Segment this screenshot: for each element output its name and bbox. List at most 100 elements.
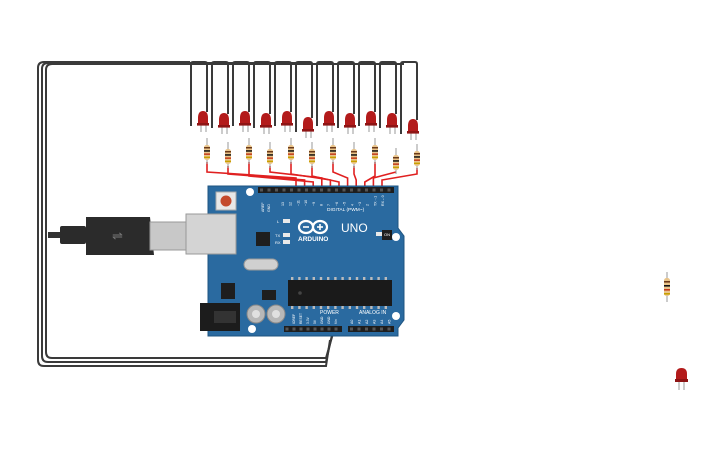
digital-pin-label: 12: [289, 202, 293, 206]
digital-wire[interactable]: [332, 162, 349, 186]
power-pin-label: IOREF: [292, 314, 296, 324]
analog-pin-label: A1: [358, 320, 362, 324]
usb-cable-end: [48, 232, 62, 238]
socket: [320, 327, 324, 331]
chip-pin: [312, 306, 315, 309]
chip-pin: [327, 306, 330, 309]
led[interactable]: [407, 119, 419, 140]
capacitor-top: [252, 310, 260, 318]
resistor[interactable]: [330, 138, 336, 164]
resistor[interactable]: [414, 144, 420, 170]
ground-wire-loops[interactable]: [37, 61, 404, 367]
led[interactable]: [260, 113, 272, 134]
resistor[interactable]: [225, 142, 231, 168]
usb-strain-relief: [60, 226, 86, 244]
socket: [335, 188, 338, 192]
chip-pin: [384, 306, 387, 309]
digital-wire[interactable]: [248, 162, 314, 186]
digital-header-sockets: [260, 188, 391, 192]
power-header-label: POWER: [320, 310, 339, 316]
digital-wire[interactable]: [290, 162, 332, 186]
cathode-wire[interactable]: [379, 61, 397, 128]
cathode-wire[interactable]: [316, 61, 334, 126]
chip-pin: [377, 306, 380, 309]
led[interactable]: [218, 113, 230, 134]
resistor[interactable]: [246, 138, 252, 164]
digital-header[interactable]: [258, 187, 394, 193]
resistor[interactable]: [204, 138, 210, 164]
digital-pin-wires[interactable]: [206, 162, 418, 186]
socket: [267, 188, 271, 192]
cathode-wire[interactable]: [337, 61, 355, 128]
digital-pin-label: ~6: [335, 202, 339, 206]
cathode-wire[interactable]: [295, 61, 313, 132]
chip-pin: [348, 277, 351, 280]
led[interactable]: [239, 111, 251, 132]
socket: [342, 188, 346, 192]
socket: [305, 188, 308, 192]
power-pin-label: 5V: [313, 319, 317, 324]
chip-pin: [370, 306, 373, 309]
cathode-wire[interactable]: [358, 61, 376, 126]
digital-wire[interactable]: [206, 162, 297, 186]
digital-pin-label: RX←0: [381, 195, 385, 206]
digital-wire[interactable]: [372, 171, 397, 186]
socket: [380, 327, 383, 331]
usb-icon: ⇌: [112, 228, 123, 243]
resistor[interactable]: [351, 142, 357, 168]
socket: [306, 327, 310, 331]
spare-led[interactable]: [675, 368, 688, 390]
resistor-row[interactable]: [204, 138, 420, 174]
aref-label: AREF: [261, 202, 265, 212]
led[interactable]: [281, 111, 293, 132]
analog-header-label: ANALOG IN: [359, 310, 387, 316]
socket: [313, 327, 317, 331]
resistor[interactable]: [393, 148, 399, 174]
led[interactable]: [386, 113, 398, 134]
usb-plug-body: [86, 217, 154, 255]
cathode-wire[interactable]: [190, 61, 208, 126]
power-pin-label: 3.3V: [306, 316, 310, 324]
power-header[interactable]: [284, 326, 342, 332]
cathode-wire[interactable]: [400, 61, 418, 134]
reset-button[interactable]: [220, 195, 232, 207]
cathode-wire[interactable]: [274, 61, 292, 126]
resistor[interactable]: [372, 138, 378, 164]
analog-header[interactable]: [348, 326, 394, 332]
digital-wire[interactable]: [311, 166, 340, 186]
chip-pin: [363, 277, 366, 280]
resistor[interactable]: [309, 142, 315, 168]
socket: [320, 188, 323, 192]
resistor[interactable]: [267, 142, 273, 168]
chip-pin: [384, 277, 387, 280]
socket: [285, 327, 289, 331]
digital-wire[interactable]: [353, 166, 357, 186]
voltage-regulator: [221, 283, 235, 299]
digital-wire[interactable]: [381, 168, 418, 186]
led[interactable]: [323, 111, 335, 132]
spare-resistor[interactable]: [664, 272, 670, 302]
digital-pin-label: 7: [327, 204, 331, 206]
arduino-uno-board[interactable]: L TX RX ON ARDUINO UNO DIGITAL (PWM~) 13…: [185, 185, 405, 337]
mount-hole: [246, 188, 254, 196]
led[interactable]: [365, 111, 377, 132]
digital-pin-label: 4: [350, 204, 354, 206]
led[interactable]: [197, 111, 209, 132]
led[interactable]: [344, 113, 356, 134]
resistor[interactable]: [288, 138, 294, 164]
led-row[interactable]: [197, 111, 419, 140]
digital-wire[interactable]: [364, 162, 376, 186]
usb-cable[interactable]: ⇌: [48, 217, 189, 255]
arduino-logo-icon: [297, 219, 329, 235]
digital-pin-label: ~10: [304, 200, 308, 206]
cathode-wire[interactable]: [211, 61, 229, 128]
led-cathode-wires[interactable]: [190, 61, 418, 134]
led[interactable]: [302, 117, 314, 138]
socket: [357, 327, 361, 331]
icsp-header: [382, 230, 392, 240]
socket: [282, 188, 286, 192]
cathode-wire[interactable]: [232, 61, 250, 126]
socket: [290, 188, 293, 192]
cathode-wire[interactable]: [253, 61, 271, 128]
